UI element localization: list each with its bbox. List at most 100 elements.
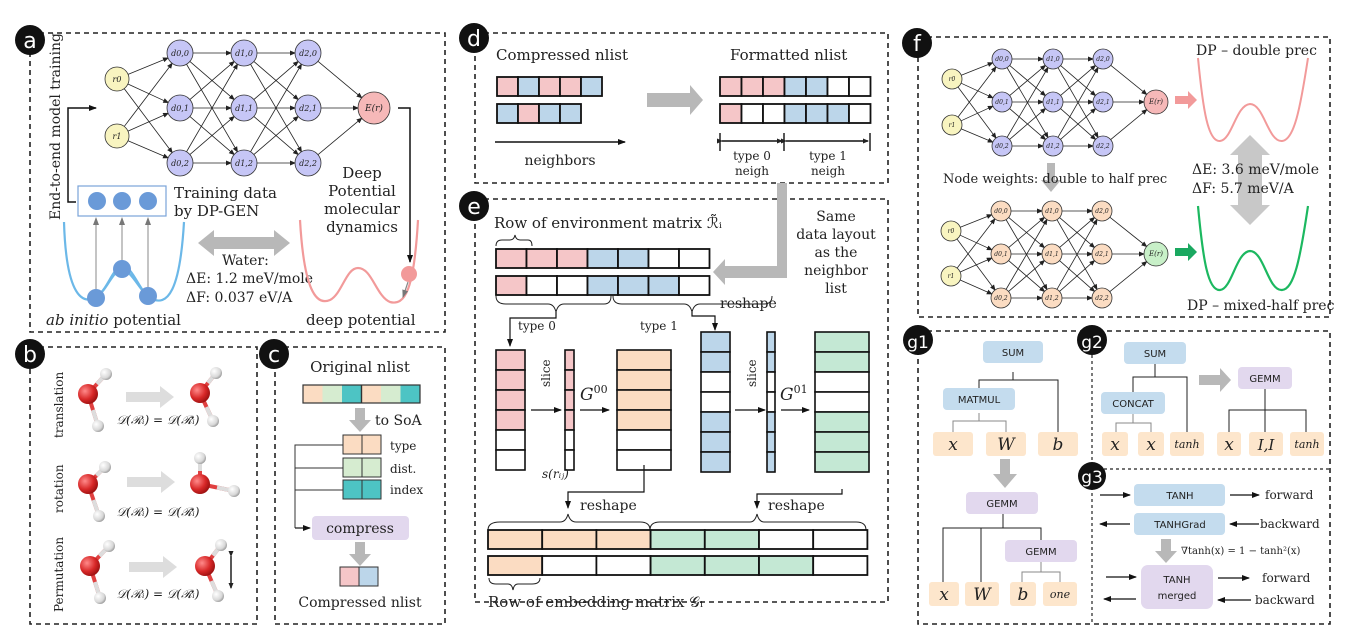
slice-cell bbox=[766, 331, 776, 353]
nn-output-node bbox=[1143, 241, 1169, 267]
nn-hidden-node bbox=[230, 149, 258, 177]
type1-column-cell bbox=[700, 431, 731, 453]
transform-arrow bbox=[129, 556, 177, 578]
panel-b: translation rotation Permutation 𝒟(ℛᵢ) =… bbox=[52, 367, 240, 612]
transform-arrow bbox=[126, 386, 174, 408]
nn-hidden-node bbox=[1042, 48, 1064, 70]
nn-hidden-label: d1,1 bbox=[1046, 99, 1059, 106]
svg-text:f: f bbox=[913, 32, 922, 57]
nlist-cell bbox=[303, 385, 323, 403]
fusion-arrow-g3 bbox=[1155, 539, 1177, 563]
type1-neigh-label-2: neigh bbox=[811, 164, 845, 178]
panel-e-border bbox=[474, 198, 889, 603]
water-label: Water: bbox=[222, 253, 269, 269]
panel-letter-f: f bbox=[902, 28, 932, 58]
nn-hidden-node bbox=[1091, 200, 1113, 222]
nn-hidden-node bbox=[294, 94, 322, 122]
g01-output-cell bbox=[814, 331, 870, 353]
nn-edge bbox=[1008, 216, 1046, 248]
water-molecules bbox=[78, 367, 240, 604]
tanh-grad-formula: ∇tanh(x) = 1 − tanh²(x) bbox=[1181, 546, 1301, 557]
nn-edge bbox=[959, 234, 993, 251]
nn-input-node bbox=[941, 68, 963, 90]
comparison-double-arrow-f bbox=[1230, 135, 1270, 225]
sum-label-g2: SUM bbox=[1144, 349, 1166, 360]
nn-hidden-node bbox=[230, 94, 258, 122]
gemm-op-g1 bbox=[966, 492, 1038, 514]
nn-edge bbox=[189, 60, 235, 100]
panel-letter-g2: g2 bbox=[1077, 325, 1107, 355]
formatted-cell bbox=[826, 76, 850, 97]
type1-neigh-label: type 1 bbox=[809, 149, 847, 163]
g00-output-cell bbox=[616, 389, 672, 411]
formatted-cell bbox=[740, 76, 764, 97]
to-soa-label: to SoA bbox=[375, 413, 423, 429]
nn-output-node bbox=[357, 91, 391, 125]
formatted-cell bbox=[740, 103, 764, 124]
matmul-op bbox=[943, 388, 1015, 410]
transform-arrow bbox=[127, 471, 175, 493]
side-note-3: as the bbox=[815, 245, 858, 261]
leaf-x bbox=[1102, 432, 1128, 456]
embedding-cell bbox=[703, 529, 760, 550]
env-cell bbox=[495, 248, 528, 269]
nn-input-node bbox=[104, 66, 130, 92]
side-note-4: neighbor bbox=[804, 263, 868, 279]
formatted-cell bbox=[719, 76, 743, 97]
g01-output-cell bbox=[814, 411, 870, 433]
leaf-tanh bbox=[1170, 432, 1204, 456]
weights-arrow bbox=[1041, 163, 1061, 192]
nn-hidden-node bbox=[1091, 243, 1113, 265]
gemm-op-g1-inner bbox=[1005, 540, 1077, 562]
nn-edge bbox=[189, 115, 235, 155]
field-index: index bbox=[390, 483, 423, 497]
nn-edge bbox=[253, 60, 299, 100]
water-molecule-translated bbox=[190, 367, 222, 427]
side-note-5: list bbox=[825, 281, 847, 297]
leaf-one bbox=[1043, 582, 1077, 606]
double-prec-label: DP – double prec bbox=[1196, 43, 1317, 59]
hydrogen-atom bbox=[94, 592, 106, 604]
nn-hidden-label: d1,0 bbox=[1046, 56, 1060, 63]
nn-edge bbox=[127, 83, 170, 103]
compressed-cell bbox=[358, 566, 379, 587]
slice-cell bbox=[766, 371, 776, 393]
s-rij-label: s(rᵢⱼ) bbox=[542, 467, 569, 481]
nn-hidden-node bbox=[166, 149, 194, 177]
nn-hidden-label: d2,0 bbox=[1096, 56, 1110, 63]
leaf-b bbox=[1010, 582, 1036, 606]
nn-hidden-label: d0,0 bbox=[994, 208, 1008, 215]
nn-edge bbox=[961, 128, 994, 143]
env-cell bbox=[678, 248, 711, 269]
backward-label-merged: backward bbox=[1255, 593, 1315, 607]
nn-hidden-node bbox=[1092, 48, 1114, 70]
type1-column-cell bbox=[700, 331, 731, 353]
type1-column-cell bbox=[700, 411, 731, 433]
nn-hidden-node bbox=[1041, 243, 1063, 265]
tanh-op bbox=[1134, 484, 1225, 506]
nn-hidden-label: d2,0 bbox=[1095, 208, 1109, 215]
invariance-equation: 𝒟(ℛᵢ) = 𝒟(ℛ̃ᵢ) bbox=[117, 505, 200, 519]
oxygen-atom bbox=[190, 383, 210, 403]
nn-hidden-label: d0,0 bbox=[171, 49, 189, 58]
soa-index-cell bbox=[342, 479, 363, 500]
neural-network-a: r0r1d0,0d0,1d0,2d1,0d1,1d1,2d2,0d2,1d2,2… bbox=[104, 39, 391, 177]
delta-e-f: ΔE: 3.6 meV/mole bbox=[1192, 162, 1319, 178]
neighbors-label: neighbors bbox=[524, 153, 595, 169]
forward-label: forward bbox=[1265, 488, 1314, 502]
leaf-x bbox=[1138, 432, 1164, 456]
formatted-cell bbox=[783, 76, 807, 97]
formatted-cell bbox=[783, 103, 807, 124]
nn-hidden-label: d0,1 bbox=[171, 104, 189, 113]
nn-edge bbox=[253, 115, 299, 155]
g00-output-cell bbox=[616, 349, 672, 371]
nn-hidden-label: d1,2 bbox=[1046, 143, 1060, 150]
nn-hidden-node bbox=[991, 135, 1013, 157]
slice-label-1: slice bbox=[745, 359, 759, 387]
env-cell bbox=[678, 275, 711, 296]
embedding-cell bbox=[812, 529, 869, 550]
panel-letter-d: d bbox=[459, 23, 489, 53]
nn-edge bbox=[317, 61, 363, 99]
g01-output-cell bbox=[814, 371, 870, 393]
embedding-cell bbox=[758, 529, 815, 550]
